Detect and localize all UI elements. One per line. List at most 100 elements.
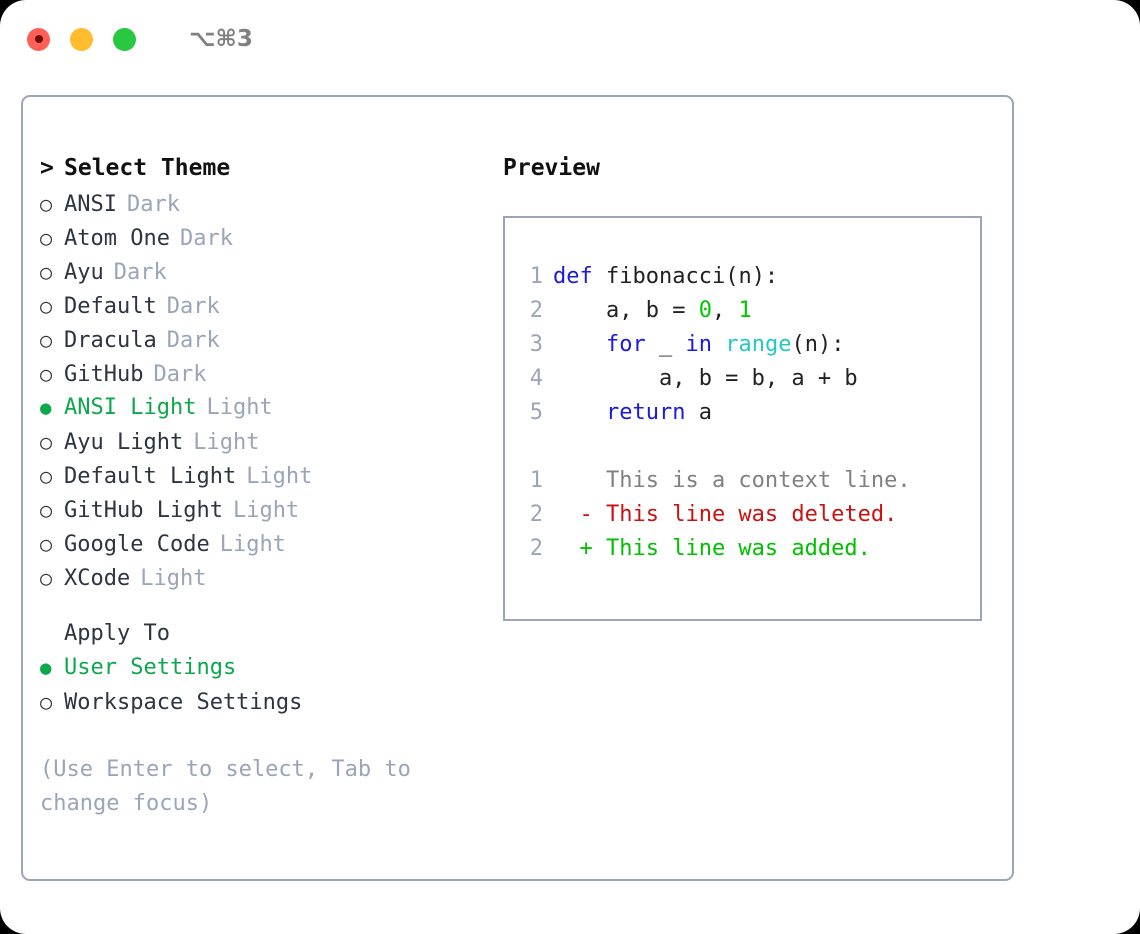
code-line-number: 1 [529, 264, 543, 289]
theme-item-variant-tag: Dark [153, 362, 207, 387]
window-titlebar: ⌥⌘3 [0, 0, 1140, 78]
radio-unselected-icon[interactable]: ○ [40, 690, 53, 714]
theme-item-variant-tag: Light [206, 395, 273, 420]
radio-unselected-icon[interactable]: ○ [40, 430, 53, 454]
theme-item-label: Atom One [64, 226, 170, 251]
theme-item-label: ANSI Light [64, 395, 197, 420]
theme-item-label: GitHub [64, 362, 144, 387]
code-token-plain: a, b = [553, 298, 699, 323]
theme-list-item[interactable]: ○ Default Light Light [40, 459, 503, 493]
radio-unselected-icon[interactable]: ○ [40, 226, 53, 250]
radio-unselected-icon[interactable]: ○ [40, 464, 53, 488]
radio-unselected-icon[interactable]: ○ [40, 362, 53, 386]
diff-line-content: + This line was added. [553, 536, 871, 561]
code-line: 2 a, b = 0, 1 [505, 294, 980, 328]
theme-item-variant-tag: Dark [166, 328, 220, 353]
diff-line: 2 - This line was deleted. [505, 498, 980, 532]
theme-item-variant-tag: Light [246, 464, 313, 489]
radio-selected-icon[interactable]: ● [40, 657, 52, 679]
apply-to-list[interactable]: ● User Settings ○Workspace Settings [40, 651, 503, 719]
code-line-number: 3 [529, 332, 543, 357]
code-token-plain [553, 400, 606, 425]
code-token-kw: return [605, 400, 686, 425]
radio-selected-icon[interactable]: ● [40, 397, 52, 419]
theme-item-label: Default [64, 294, 157, 319]
code-token-plain [712, 332, 725, 357]
theme-item-variant-tag: Light [232, 498, 300, 523]
maximize-button[interactable] [113, 27, 136, 51]
code-line-content: def fibonacci(n): [553, 260, 778, 294]
code-token-kw: def [553, 264, 593, 289]
code-line: 5 return a [505, 396, 980, 430]
prompt-caret-icon: > [40, 155, 54, 181]
traffic-light-group [27, 27, 136, 51]
diff-line-content: - This line was deleted. [553, 502, 898, 527]
theme-item-label: XCode [64, 566, 131, 591]
code-token-num: 1 [738, 298, 752, 323]
radio-unselected-icon[interactable]: ○ [40, 498, 53, 522]
theme-item-label: ANSI [64, 192, 117, 217]
theme-list-item[interactable]: ● ANSI Light Light [40, 391, 503, 425]
theme-list-item[interactable]: ○ Ayu Dark [40, 255, 503, 289]
theme-item-label: Google Code [64, 532, 210, 557]
code-line-content: for _ in range(n): [553, 328, 844, 362]
theme-list-item[interactable]: ○ Google Code Light [40, 527, 503, 561]
theme-list-item[interactable]: ○ Dracula Dark [40, 323, 503, 357]
diff-line-content: This is a context line. [553, 468, 911, 493]
close-button[interactable] [27, 27, 50, 51]
diff-line-number: 2 [529, 536, 543, 561]
keyboard-hint-text: (Use Enter to select, Tab to change focu… [40, 757, 411, 816]
code-line-number: 2 [529, 298, 543, 323]
diff-line-number: 1 [529, 468, 543, 493]
select-theme-heading-label: Select Theme [64, 155, 231, 181]
theme-list-item[interactable]: ○ GitHub Dark [40, 357, 503, 391]
theme-item-variant-tag: Light [219, 532, 286, 557]
theme-item-variant-tag: Dark [179, 226, 233, 251]
theme-item-variant-tag: Light [140, 566, 207, 591]
apply-to-item[interactable]: ○Workspace Settings [40, 685, 503, 719]
radio-unselected-icon[interactable]: ○ [40, 532, 53, 556]
apply-to-section: Apply To ●User Settings○Workspace Settin… [40, 617, 503, 719]
code-line-number: 5 [529, 400, 543, 425]
theme-item-label: Ayu [64, 260, 104, 285]
radio-unselected-icon[interactable]: ○ [40, 192, 53, 216]
radio-unselected-icon[interactable]: ○ [40, 566, 53, 590]
apply-to-item-label: User Settings [64, 655, 237, 680]
diff-line: 1 This is a context line. [505, 464, 980, 498]
minimize-button[interactable] [70, 27, 93, 51]
code-line-content: a, b = b, a + b [553, 362, 858, 396]
theme-item-label: Dracula [64, 328, 157, 353]
code-token-plain: _ [645, 332, 686, 357]
radio-unselected-icon[interactable]: ○ [40, 294, 53, 318]
apply-to-item[interactable]: ● User Settings [40, 651, 503, 685]
radio-unselected-icon[interactable]: ○ [40, 260, 53, 284]
code-line-content: return a [553, 396, 712, 430]
keyboard-shortcut-label: ⌥⌘3 [189, 25, 253, 52]
code-token-kw: for [605, 332, 646, 357]
theme-item-variant-tag: Dark [113, 260, 167, 285]
select-theme-heading: > Select Theme [40, 149, 503, 187]
code-token-plain: a [685, 400, 712, 425]
theme-list-item[interactable]: ○ Atom One Dark [40, 221, 503, 255]
code-token-kw: in [685, 332, 712, 357]
code-token-plain [553, 332, 606, 357]
code-token-plain: (n): [791, 332, 845, 357]
radio-unselected-icon[interactable]: ○ [40, 328, 53, 352]
code-token-num: 0 [698, 298, 712, 323]
code-token-plain: fibonacci(n): [592, 264, 779, 289]
diff-sample-block: 1 This is a context line.2 - This line w… [505, 464, 980, 566]
theme-item-label: Ayu Light [64, 430, 184, 455]
theme-list-item[interactable]: ○ XCode Light [40, 561, 503, 595]
theme-item-label: Default Light [64, 464, 237, 489]
